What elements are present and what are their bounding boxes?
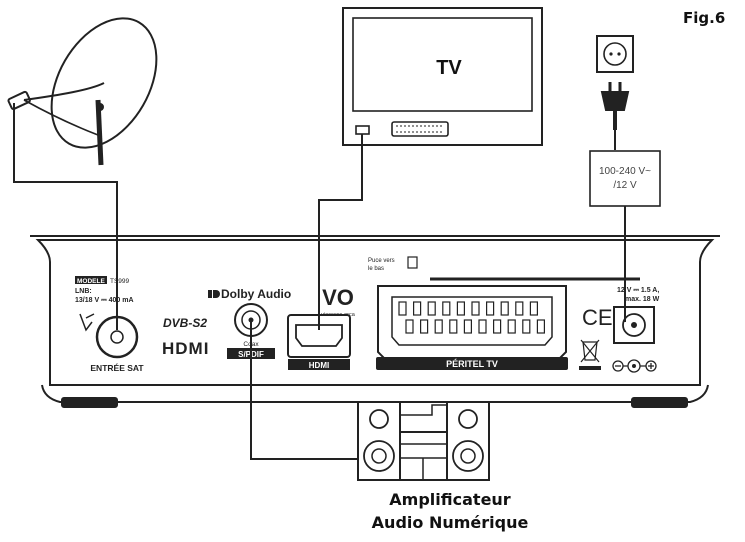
amplifier-speakers bbox=[357, 401, 490, 481]
adapter-voltage-line1: 100-240 V~ bbox=[599, 166, 651, 177]
card-hint-2: le bas bbox=[368, 266, 384, 272]
scart-pin bbox=[507, 319, 516, 334]
hdmi-cable bbox=[318, 134, 363, 330]
spdif-cable bbox=[250, 322, 358, 460]
scart-pin bbox=[486, 301, 495, 316]
scart-pin bbox=[478, 319, 487, 334]
model-label: MODELE bbox=[77, 278, 105, 285]
wall-socket bbox=[596, 35, 634, 73]
scart-pin bbox=[420, 319, 429, 334]
figure-label: Fig.6 bbox=[683, 9, 726, 27]
adapter-voltage-line2: /12 V bbox=[613, 180, 637, 191]
tv bbox=[342, 7, 543, 146]
scart-pin bbox=[500, 301, 509, 316]
hdmi-port-label-bar bbox=[288, 359, 350, 370]
scart-pin bbox=[398, 301, 407, 316]
peritel-label-bar bbox=[376, 357, 568, 370]
hdmi-port-label: HDMI bbox=[309, 361, 329, 370]
scart-pin bbox=[471, 301, 480, 316]
dvb-s2-logo: DVB-S2 bbox=[163, 316, 207, 330]
dish-warning-icon bbox=[79, 313, 95, 332]
scart-pin bbox=[536, 319, 546, 334]
tv-label: TV bbox=[436, 57, 462, 79]
scart-pin bbox=[463, 319, 472, 334]
dc-power-port bbox=[613, 306, 655, 344]
satellite-dish bbox=[7, 17, 158, 166]
scart-pin bbox=[456, 301, 465, 316]
scart-pin bbox=[493, 319, 502, 334]
scart-pin bbox=[529, 301, 539, 316]
power-adapter bbox=[589, 150, 661, 207]
peritel-label: PÉRITEL TV bbox=[446, 359, 498, 369]
lnb-spec: 13/18 V ⎓ 400 mA bbox=[75, 297, 134, 304]
scart-pin bbox=[515, 301, 524, 316]
vo-logo: VO bbox=[322, 285, 354, 310]
sat-cable bbox=[13, 103, 118, 330]
power-plug bbox=[600, 82, 630, 150]
model-badge bbox=[75, 276, 107, 284]
amplifier-caption-line1: Amplificateur bbox=[389, 490, 511, 509]
scart-pin bbox=[434, 319, 443, 334]
vo-subtitle: viaccess-orca bbox=[321, 312, 356, 318]
sat-input-label: ENTRÉE SAT bbox=[90, 363, 144, 373]
model-value: TS999 bbox=[110, 278, 130, 285]
ce-mark: CE bbox=[582, 305, 613, 330]
dolby-logo: Dolby Audio bbox=[221, 287, 291, 301]
polarity-icon bbox=[612, 359, 657, 373]
lnb-label: LNB: bbox=[75, 288, 92, 295]
power-rating-1: 12 V ⎓ 1.5 A, bbox=[617, 287, 659, 294]
scart-pin bbox=[442, 301, 451, 316]
scart-pin bbox=[427, 301, 436, 316]
scart-pin bbox=[449, 319, 458, 334]
peritel-port bbox=[377, 285, 567, 367]
scart-pin bbox=[413, 301, 422, 316]
card-hint-1: Puce vers bbox=[368, 258, 395, 264]
cables bbox=[13, 103, 626, 460]
card-chip-icon bbox=[407, 256, 418, 269]
hdmi-logo: HDMI bbox=[162, 339, 209, 358]
scart-pin bbox=[405, 319, 414, 334]
power-rating-2: max. 18 W bbox=[625, 296, 660, 303]
scart-pin bbox=[522, 319, 531, 334]
amplifier-caption-line2: Audio Numérique bbox=[371, 513, 529, 532]
dolby-icon bbox=[208, 290, 220, 298]
weee-bin-icon bbox=[579, 339, 601, 370]
